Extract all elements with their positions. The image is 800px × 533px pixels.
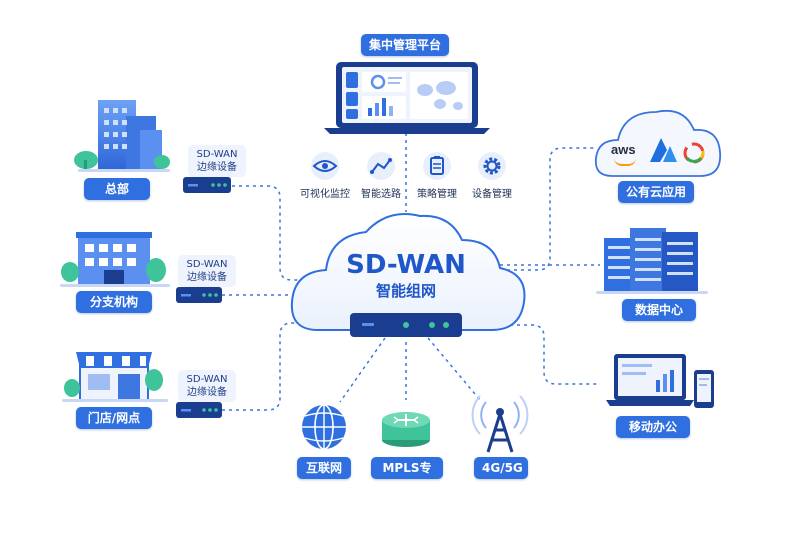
edge-device-branch — [176, 287, 222, 303]
eye-icon — [311, 152, 339, 180]
edge-device-store — [176, 402, 222, 418]
connector-lines — [222, 133, 600, 411]
core-router — [350, 313, 462, 337]
clipboard-icon — [423, 152, 451, 180]
link-label-internet: 互联网 — [297, 457, 351, 479]
device-tag-line2: 边缘设备 — [187, 272, 227, 283]
tool-label-monitor: 可视化监控 — [300, 189, 350, 200]
device-tag-line2: 边缘设备 — [187, 387, 227, 398]
dest-label-datacenter: 数据中心 — [622, 299, 696, 321]
site-label-branch: 分支机构 — [76, 291, 152, 313]
dest-label-cloud: 公有云应用 — [618, 181, 694, 203]
aws-logo-icon: aws — [611, 142, 636, 157]
link-cloud — [500, 147, 596, 271]
link-hq — [232, 185, 318, 281]
gear-icon — [478, 152, 506, 180]
route-icon — [367, 152, 395, 180]
core-title: SD-WAN — [346, 250, 466, 280]
core-subtitle: 智能组网 — [375, 282, 436, 300]
link-label-4g5g: 4G/5G — [474, 457, 528, 479]
tool-label-routing: 智能选路 — [361, 189, 401, 200]
link-mobile — [510, 324, 600, 385]
mobile-office-icon — [606, 354, 714, 408]
device-tag-branch: SD-WAN 边缘设备 — [178, 255, 236, 287]
device-tag-hq: SD-WAN 边缘设备 — [188, 145, 246, 177]
google-cloud-logo-icon — [683, 142, 705, 164]
store-icon — [62, 352, 168, 402]
platform-title: 集中管理平台 — [361, 34, 449, 56]
link-store — [222, 322, 318, 411]
site-label-store: 门店/网点 — [76, 407, 152, 429]
management-laptop — [324, 62, 490, 134]
link-label-mpls: MPLS专线 — [371, 457, 443, 497]
device-tag-line1: SD-WAN — [196, 149, 238, 160]
sdwan-cloud — [290, 213, 526, 331]
tool-label-device: 设备管理 — [472, 189, 512, 200]
link-4g — [427, 337, 481, 401]
link-internet — [339, 337, 386, 403]
device-tag-line1: SD-WAN — [186, 259, 228, 270]
hq-building-icon — [74, 100, 170, 172]
aws-smile — [614, 158, 636, 166]
tool-icons — [311, 152, 506, 180]
device-tag-line1: SD-WAN — [186, 374, 228, 385]
device-tag-line2: 边缘设备 — [197, 162, 237, 173]
device-tag-store: SD-WAN 边缘设备 — [178, 370, 236, 402]
azure-logo-icon — [650, 138, 677, 162]
datacenter-icon — [596, 228, 708, 294]
cell-tower-icon — [471, 395, 529, 453]
dest-label-mobile: 移动办公 — [616, 416, 690, 438]
tool-label-policy: 策略管理 — [417, 189, 457, 200]
site-label-hq: 总部 — [84, 178, 150, 200]
globe-icon — [302, 404, 346, 450]
branch-building-icon — [60, 232, 170, 287]
edge-device-hq — [183, 177, 231, 193]
mpls-router-icon — [382, 412, 430, 447]
